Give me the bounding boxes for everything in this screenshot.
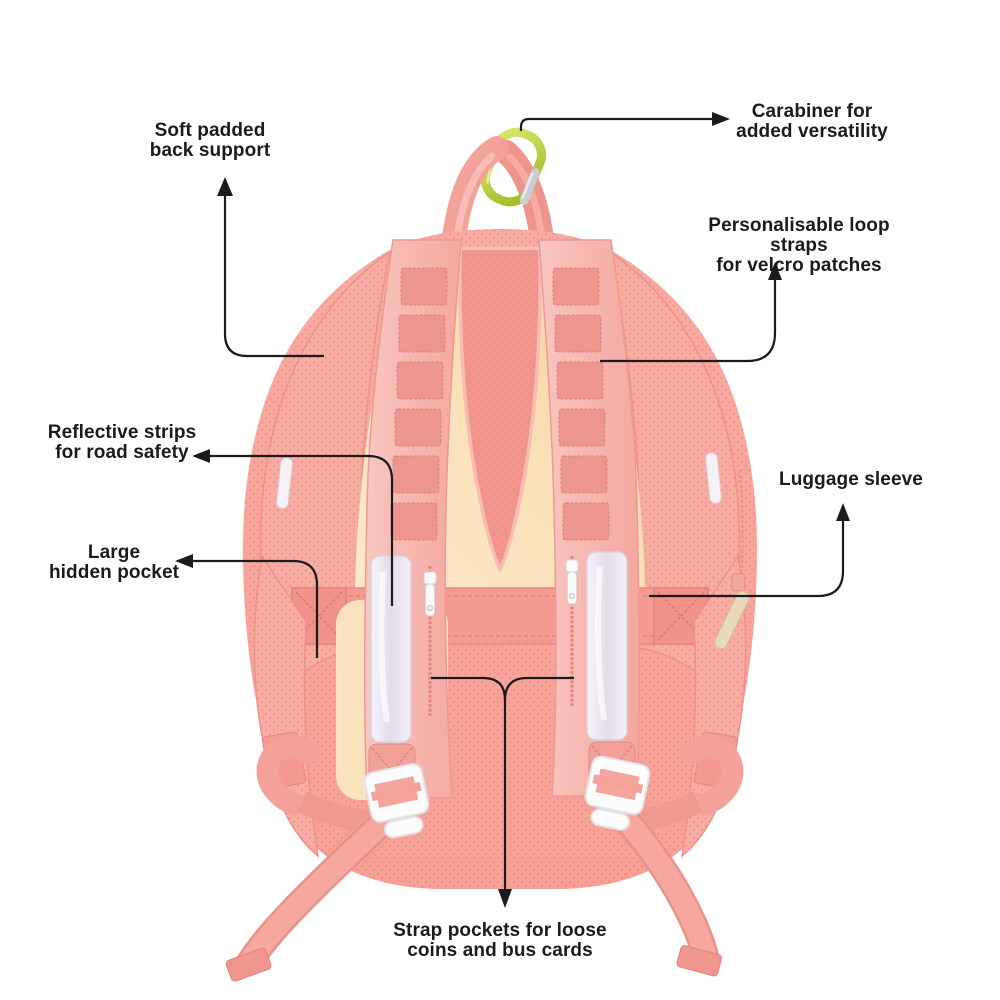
side-reflective-left xyxy=(276,457,293,509)
velcro-loop-strips-left xyxy=(390,267,448,541)
right-shoulder-strap xyxy=(538,239,641,797)
arrow-hidden-pocket xyxy=(175,554,319,658)
arrow-reflective-strips xyxy=(192,449,394,606)
buckle-right xyxy=(584,755,651,831)
label-carabiner: Carabiner for added versatility xyxy=(736,101,888,142)
strap-pocket-zip-left xyxy=(423,566,437,716)
label-soft-padded-back-support: Soft padded back support xyxy=(149,120,271,161)
dangling-strap-left xyxy=(225,734,406,982)
arrow-luggage-sleeve xyxy=(649,503,850,598)
arrow-carabiner xyxy=(519,112,730,131)
side-reflective-right xyxy=(705,452,722,504)
label-large-hidden-pocket: Large hidden pocket xyxy=(48,542,180,583)
velcro-loop-strips-right xyxy=(552,267,610,541)
dangling-strap-right xyxy=(603,734,744,977)
buckle-left xyxy=(363,763,430,839)
label-reflective-strips: Reflective strips for road safety xyxy=(47,422,197,463)
left-shoulder-strap xyxy=(363,239,462,799)
reflective-strip-right xyxy=(586,551,628,741)
label-personalisable-loop-straps: Personalisable loop straps for velcro pa… xyxy=(708,215,890,276)
luggage-sleeve-zip xyxy=(713,469,751,650)
arrow-strap-pockets xyxy=(431,676,574,908)
zip-pull-tan xyxy=(713,590,751,650)
arrow-soft-padded xyxy=(217,177,324,358)
strap-pocket-zip-right xyxy=(565,556,579,706)
label-luggage-sleeve: Luggage sleeve xyxy=(779,469,923,490)
annotation-arrows xyxy=(175,112,850,908)
label-strap-pockets: Strap pockets for loose coins and bus ca… xyxy=(393,920,607,961)
arrow-loop-straps xyxy=(600,262,782,363)
spine-pad xyxy=(458,246,542,574)
